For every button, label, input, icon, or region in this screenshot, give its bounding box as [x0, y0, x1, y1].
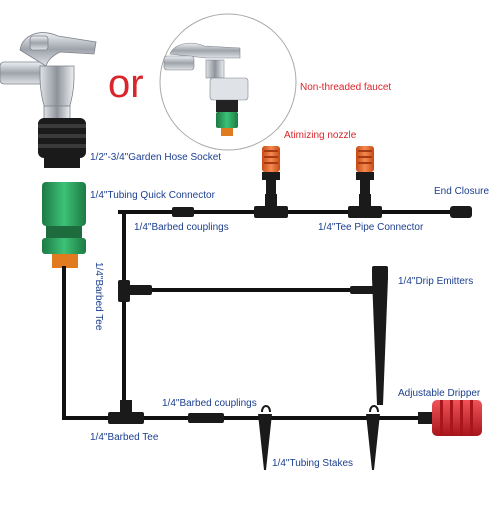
barbed-tee-bottom-label: 1/4"Barbed Tee: [90, 432, 158, 444]
non-threaded-faucet-inset: [160, 14, 296, 150]
tubing-stakes-label: 1/4"Tubing Stakes: [272, 458, 353, 470]
atomizing-nozzle-2: [356, 146, 374, 196]
garden-hose-socket: [38, 118, 86, 168]
barbed-couplings-bottom-label: 1/4"Barbed couplings: [162, 398, 257, 410]
drip-emitter-stake: [350, 266, 388, 405]
non-threaded-faucet-label: Non-threaded faucet: [300, 82, 391, 94]
or-label: or: [108, 62, 144, 106]
tubing-quick-connector-label: 1/4"Tubing Quick Connector: [90, 190, 215, 202]
tubing-stake-1: [258, 406, 272, 470]
tubing-stake-2: [366, 406, 380, 470]
barbed-couplings-top-label: 1/4"Barbed couplings: [134, 222, 229, 234]
atomizing-nozzle-1: [262, 146, 280, 196]
tubing-quick-connector: [42, 182, 86, 268]
threaded-faucet: [0, 33, 96, 120]
barbed-tee-vertical-label: 1/4"Barbed Tee: [92, 262, 104, 330]
drip-emitters-label: 1/4"Drip Emitters: [398, 276, 473, 288]
atomizing-nozzle-label: Atimizing nozzle: [284, 130, 356, 142]
end-closure-label: End Closure: [434, 186, 489, 198]
adjustable-dripper-label: Adjustable Dripper: [398, 388, 480, 400]
adjustable-dripper: [418, 400, 482, 436]
garden-hose-socket-label: 1/2"-3/4"Garden Hose Socket: [90, 152, 221, 164]
tubing: [64, 212, 448, 418]
tee-pipe-connector-label: 1/4"Tee Pipe Connector: [318, 222, 423, 234]
